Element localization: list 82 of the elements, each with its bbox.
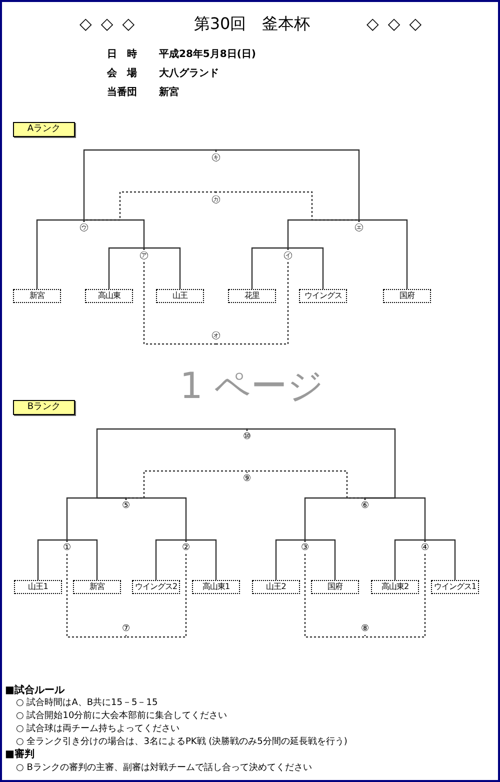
match-number: ㋒ (77, 222, 91, 234)
bracket-line (358, 219, 408, 290)
bracket-line (251, 247, 289, 290)
bracket-line (304, 497, 366, 542)
bracket-line (246, 428, 396, 500)
match-number: ⑤ (119, 500, 133, 512)
match-number: ⑨ (240, 473, 254, 485)
rank-tag: Aランク (13, 122, 75, 137)
rule-text: ○ 全ランク引き分けの場合は、3名によるPK戦 (決勝戦のみ5分間の延長戦を行う) (16, 736, 348, 748)
match-number: ㋖ (209, 152, 223, 164)
team-box: 高山東2 (371, 580, 419, 594)
team-box: ウイングス (299, 289, 347, 303)
bracket-line (125, 497, 187, 542)
info-label: 当番団 (107, 86, 137, 99)
bracket-line (143, 261, 217, 345)
bracket-line (304, 539, 336, 581)
match-number: ⑥ (358, 500, 372, 512)
match-number: ㋐ (137, 250, 151, 262)
bracket-line (66, 553, 127, 638)
bracket-line (83, 191, 217, 222)
team-box: ウイングス1 (431, 580, 479, 594)
team-box: 高山東1 (192, 580, 240, 594)
bracket-line (287, 247, 324, 290)
match-number: ㋕ (209, 194, 223, 206)
bracket-line (155, 539, 187, 581)
info-label: 日 時 (107, 48, 137, 61)
page-number: 1 ページ (180, 365, 324, 409)
bracket-line (287, 219, 360, 250)
bracket-line (215, 149, 360, 222)
bracket-line (83, 149, 217, 222)
bracket-line (424, 539, 456, 581)
match-number: ② (179, 542, 193, 554)
rule-text: ○ 試合時間はA、B共に15－5－15 (16, 696, 158, 709)
info-value: 大八グランド (159, 66, 219, 80)
rule-text: ○ 試合球は両チーム持ちよってください (16, 722, 180, 735)
bracket-line (125, 470, 248, 500)
section-heading: ■審判 (5, 747, 34, 761)
bracket-line (66, 539, 98, 581)
bracket-line (246, 470, 366, 500)
section-heading: ■試合ルール (5, 684, 64, 697)
diamond-marks: ◇ ◇ ◇ (366, 14, 424, 33)
info-value: 新宮 (159, 85, 179, 99)
team-box: 新宮 (13, 289, 61, 303)
match-number: ① (60, 542, 74, 554)
team-box: 山王2 (252, 580, 300, 594)
rule-text: ○ Bランクの審判の主審、副審は対戦チームで話し合って決めてください (16, 762, 312, 774)
bracket-line (364, 553, 426, 638)
team-box: 新宮 (73, 580, 121, 594)
bracket-line (37, 539, 68, 581)
match-number: ⑩ (240, 431, 254, 443)
team-box: 花里 (228, 289, 276, 303)
rank-tag: Bランク (13, 400, 75, 415)
match-number: ⑦ (119, 623, 133, 635)
bracket-line (36, 219, 85, 290)
match-number: ㋑ (281, 250, 295, 262)
match-number: ⑧ (358, 623, 372, 635)
bracket-line (275, 539, 306, 581)
bracket-line (143, 247, 181, 290)
team-box: ウイングス2 (132, 580, 180, 594)
bracket-line (394, 539, 426, 581)
match-number: ㋔ (209, 330, 223, 342)
diamond-marks: ◇ ◇ ◇ (79, 14, 137, 33)
team-box: 山王1 (14, 580, 62, 594)
info-value: 平成28年5月8日(日) (159, 48, 256, 61)
team-box: 国府 (311, 580, 359, 594)
team-box: 山王 (156, 289, 204, 303)
bracket-line (83, 219, 145, 250)
title: 第30回 釜本杯 (194, 14, 310, 35)
bracket-line (304, 553, 366, 638)
team-box: 高山東 (85, 289, 133, 303)
rule-text: ○ 試合開始10分前に大会本部前に集合してください (16, 710, 228, 722)
match-number: ③ (298, 542, 312, 554)
info-label: 会 場 (107, 66, 137, 80)
bracket-line (215, 261, 289, 345)
bracket-line (215, 191, 360, 222)
match-number: ④ (418, 542, 432, 554)
bracket-line (108, 247, 145, 290)
bracket-line (185, 539, 217, 581)
bracket-line (125, 553, 187, 638)
bracket-line (96, 428, 248, 500)
match-number: ㋓ (352, 222, 366, 234)
team-box: 国府 (383, 289, 431, 303)
